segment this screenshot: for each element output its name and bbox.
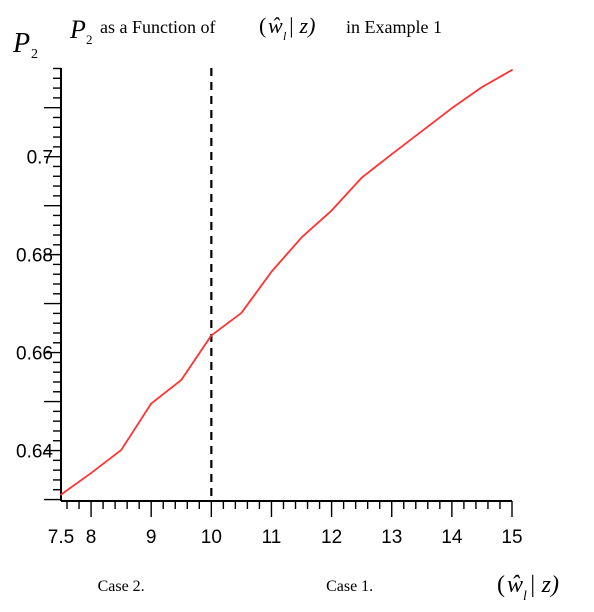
title-suffix: in Example 1 [346,17,442,37]
y-axis-label: P 2 [12,28,38,62]
title-p2-symbol: P [69,15,86,44]
title-paren-open: ( [259,13,266,38]
chart-title: P 2 as a Function of ( ŵ l | z) in Examp… [69,13,442,47]
x-tick-label: 13 [381,527,402,548]
title-p2-subscript: 2 [86,32,93,47]
region-label-1: Case 1. [326,578,373,595]
x-tick-label: 12 [321,527,342,548]
x-tick-label: 7.5 [48,527,74,548]
y-axis-label-symbol: P [12,28,30,59]
x-axis-label-open: ( [497,572,505,598]
x-tick-label: 15 [501,527,522,548]
region-labels: Case 2. Case 1. [98,578,374,595]
title-w-hat: ŵ [268,13,283,38]
y-axis-label-subscript: 2 [31,47,38,62]
x-tick-label: 11 [262,527,282,548]
title-w-sub: l [283,29,287,43]
x-axis-label-w-sub: l [523,589,527,604]
x-axis-label-w-hat: ŵ [507,572,523,598]
y-tick-label: 0.7 [27,148,53,169]
x-axis-label-rest: | z) [529,572,559,598]
x-tick-label: 8 [86,527,97,548]
x-tick-label: 14 [441,527,463,548]
y-ticks: 0.64 0.66 0.68 0.7 [16,67,61,501]
x-tick-label: 10 [201,527,222,548]
axes [60,68,512,502]
series-layer [60,69,513,496]
x-axis-label: ( ŵ l | z) [497,572,559,604]
series-line-0 [60,69,513,496]
y-tick-label: 0.64 [16,442,53,463]
title-prefix: as a Function of [100,17,215,37]
y-tick-label: 0.68 [16,246,53,267]
y-tick-label: 0.66 [16,344,53,365]
region-label-0: Case 2. [98,578,145,595]
x-ticks: 7.5 8 9 10 11 12 13 14 15 [48,501,523,548]
x-tick-label: 9 [146,527,157,548]
title-paren-rest: | z) [288,13,315,38]
